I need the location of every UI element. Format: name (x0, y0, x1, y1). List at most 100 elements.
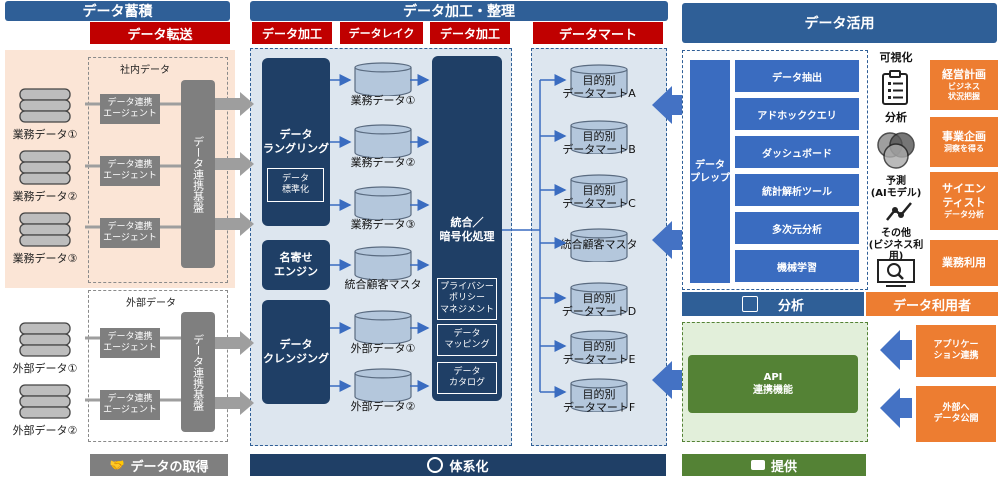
lake-cylinder-shape (354, 62, 412, 97)
data-user-title: サイエン ティスト (942, 182, 986, 209)
lake-cylinder (354, 368, 412, 406)
venn-icon (877, 132, 915, 169)
external-publish-box: 外部へ データ公開 (916, 386, 996, 442)
database-icon (18, 150, 80, 190)
header-accumulate: データ蓄積 (5, 1, 230, 21)
analysis-tool-button[interactable]: ダッシュボード (735, 136, 859, 168)
mart-cylinder (570, 120, 628, 158)
footer-acquire-label: データの取得 (130, 459, 209, 475)
data-user-box: 業務利用 (930, 240, 998, 286)
lake-cylinder-shape (354, 124, 412, 159)
integration-box: 統合／ 暗号化処理 (432, 56, 502, 401)
external-data-1-source: 外部データ① (10, 322, 80, 376)
mart-cylinder-shape (570, 330, 628, 365)
network-icon (427, 457, 444, 473)
prediction-chart-icon (886, 202, 912, 221)
subheader-lake: データレイク (340, 22, 423, 44)
matching-engine-box: 名寄せ エンジン (262, 240, 330, 290)
data-agent-box: データ連携 エージェント (100, 328, 160, 358)
mart-cylinder-shape (570, 120, 628, 155)
business-data-3-label: 業務データ③ (12, 252, 78, 265)
data-user-box: 事業企画洞察を得る (930, 117, 998, 167)
header-utilize: データ活用 (682, 3, 997, 43)
other-use-label: その他 (ビジネス利用) (868, 228, 924, 262)
footer-provide: 提供 (682, 454, 866, 476)
data-user-title: 経営計画 (942, 68, 986, 82)
handshake-icon: 🤝 (109, 458, 125, 472)
database-icon (19, 88, 71, 123)
subheader-mart: データマート (533, 22, 663, 44)
footer-acquire: 🤝 データの取得 (90, 454, 228, 476)
lake-item-label: 業務データ② (350, 156, 416, 169)
data-user-title: 事業企画 (942, 130, 986, 144)
mart-cylinder (570, 64, 628, 102)
mart-cylinder (570, 228, 628, 266)
lake-cylinder (354, 62, 412, 100)
mart-item-label: 目的別 データマートA (562, 74, 636, 101)
data-agent-box: データ連携 エージェント (100, 156, 160, 186)
lake-cylinder (354, 310, 412, 348)
business-data-1-source: 業務データ① (10, 88, 80, 142)
database-icon (19, 322, 71, 357)
analysis-tool-button[interactable]: データ抽出 (735, 60, 859, 92)
analysis-icon (741, 296, 758, 312)
mart-item-label: 目的別 データマートC (562, 184, 636, 211)
monitor-search-icon (877, 259, 915, 287)
clipboard-icon (882, 70, 908, 105)
lake-cylinder (354, 246, 412, 284)
lake-item-label: 統合顧客マスタ (344, 278, 422, 291)
app-integration-box: アプリケー ション連携 (916, 325, 996, 377)
database-icon (19, 150, 71, 185)
data-user-sub: 洞察を得る (944, 143, 984, 153)
external-data-1-label: 外部データ① (12, 362, 78, 375)
database-icon (18, 88, 80, 128)
integration-title: 統合／ 暗号化処理 (439, 216, 495, 244)
analysis-tool-button[interactable]: アドホッククエリ (735, 98, 859, 130)
lake-item-label: 外部データ② (350, 400, 416, 413)
database-icon (18, 322, 80, 362)
lake-item-label: 業務データ③ (350, 218, 416, 231)
external-transfer-box (88, 290, 228, 442)
mart-item-label: 目的別 データマートD (561, 292, 637, 319)
data-agent-box: データ連携 エージェント (100, 94, 160, 124)
data-user-sub: データ分析 (944, 209, 984, 219)
lake-cylinder (354, 124, 412, 162)
analysis-use-label: 分析 (885, 111, 907, 124)
mart-cylinder (570, 174, 628, 212)
analysis-label-bar: 分析 (682, 292, 864, 316)
prediction-label: 予測 (AIモデル) (870, 176, 922, 199)
external-data-platform: データ連携基盤 (181, 312, 215, 432)
mart-cylinder (570, 378, 628, 416)
data-user-sub: ビジネス 状況把握 (948, 81, 980, 101)
analysis-tool-button[interactable]: 統計解析ツール (735, 174, 859, 206)
subheader-transfer: データ転送 (90, 22, 230, 44)
data-agent-box: データ連携 エージェント (100, 390, 160, 420)
business-data-3-source: 業務データ③ (10, 212, 80, 266)
internal-data-platform: データ連携基盤 (181, 80, 215, 268)
mart-cylinder-shape (570, 378, 628, 413)
subheader-processing1: データ加工 (252, 22, 332, 44)
data-mapping-box: データ マッピング (437, 324, 497, 356)
footer-systematize: 体系化 (250, 454, 666, 476)
external-data-2-source: 外部データ② (10, 384, 80, 438)
lake-item-label: 業務データ① (350, 94, 416, 107)
subheader-processing2: データ加工 (430, 22, 510, 44)
analysis-tool-button[interactable]: 多次元分析 (735, 212, 859, 244)
analysis-tool-button[interactable]: 機械学習 (735, 250, 859, 282)
mart-item-label: 統合顧客マスタ (560, 238, 638, 251)
mart-item-label: 目的別 データマートE (562, 340, 636, 367)
data-user-box: サイエン ティストデータ分析 (930, 172, 998, 230)
data-user-title: 業務利用 (942, 256, 986, 270)
mart-cylinder (570, 330, 628, 368)
mart-item-label: 目的別 データマートB (562, 130, 636, 157)
external-data-2-label: 外部データ② (12, 424, 78, 437)
wrangling-box: データ ラングリング (262, 58, 330, 226)
data-agent-box: データ連携 エージェント (100, 218, 160, 248)
data-user-box: 経営計画ビジネス 状況把握 (930, 60, 998, 110)
lake-cylinder-shape (354, 246, 412, 281)
cleansing-box: データ クレンジング (262, 300, 330, 404)
api-box: API 連携機能 (688, 355, 858, 413)
header-process: データ加工・整理 (250, 1, 668, 21)
data-users-label: データ利用者 (866, 292, 998, 316)
business-data-1-label: 業務データ① (12, 128, 78, 141)
